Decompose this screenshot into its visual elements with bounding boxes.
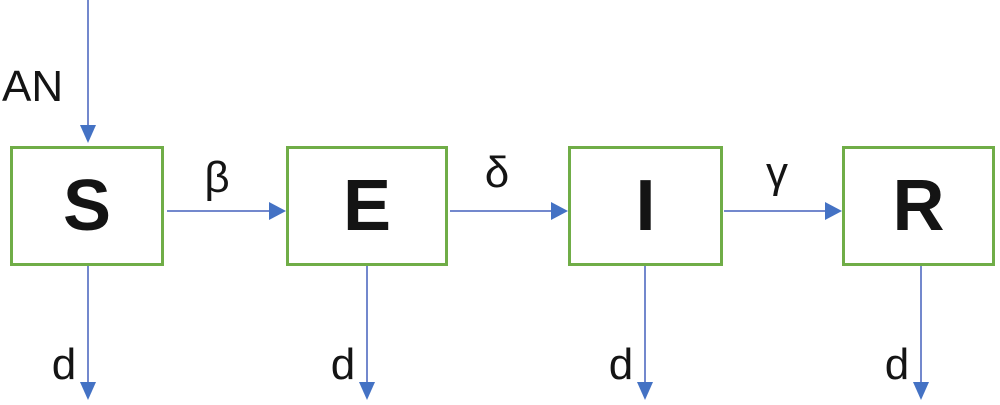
compartment-label-i: I	[635, 166, 656, 246]
compartment-label-r: R	[892, 166, 945, 246]
outflow-s-arrowhead-icon	[80, 382, 96, 400]
transition-i-r-arrowhead-icon	[825, 202, 842, 220]
transition-e-i-arrow-line	[450, 210, 551, 212]
compartment-box-e: E	[286, 146, 448, 266]
inflow-arrow-line	[87, 0, 89, 127]
outflow-e-arrow-line	[366, 266, 368, 384]
outflow-r-arrow-line	[920, 266, 922, 384]
transition-i-r-label: γ	[766, 148, 788, 197]
transition-e-i-label: δ	[484, 148, 510, 197]
transition-s-e-label: β	[204, 153, 230, 202]
outflow-i-arrowhead-icon	[637, 382, 653, 400]
inflow-label: AN	[2, 62, 64, 111]
transition-e-i-arrowhead-icon	[551, 202, 568, 220]
outflow-s-label: d	[51, 340, 77, 389]
compartment-box-s: S	[10, 146, 164, 266]
outflow-i-arrow-line	[644, 266, 646, 384]
inflow-arrowhead-icon	[80, 125, 96, 143]
compartment-label-s: S	[62, 166, 112, 246]
outflow-s-arrow-line	[87, 266, 89, 384]
outflow-e-label: d	[330, 340, 356, 389]
outflow-r-label: d	[884, 340, 910, 389]
compartment-box-r: R	[842, 146, 995, 266]
transition-s-e-arrowhead-icon	[269, 202, 286, 220]
outflow-i-label: d	[608, 340, 634, 389]
outflow-r-arrowhead-icon	[913, 382, 929, 400]
outflow-e-arrowhead-icon	[359, 382, 375, 400]
transition-s-e-arrow-line	[167, 210, 270, 212]
compartment-label-e: E	[342, 166, 392, 246]
compartment-box-i: I	[568, 146, 723, 266]
transition-i-r-arrow-line	[724, 210, 825, 212]
